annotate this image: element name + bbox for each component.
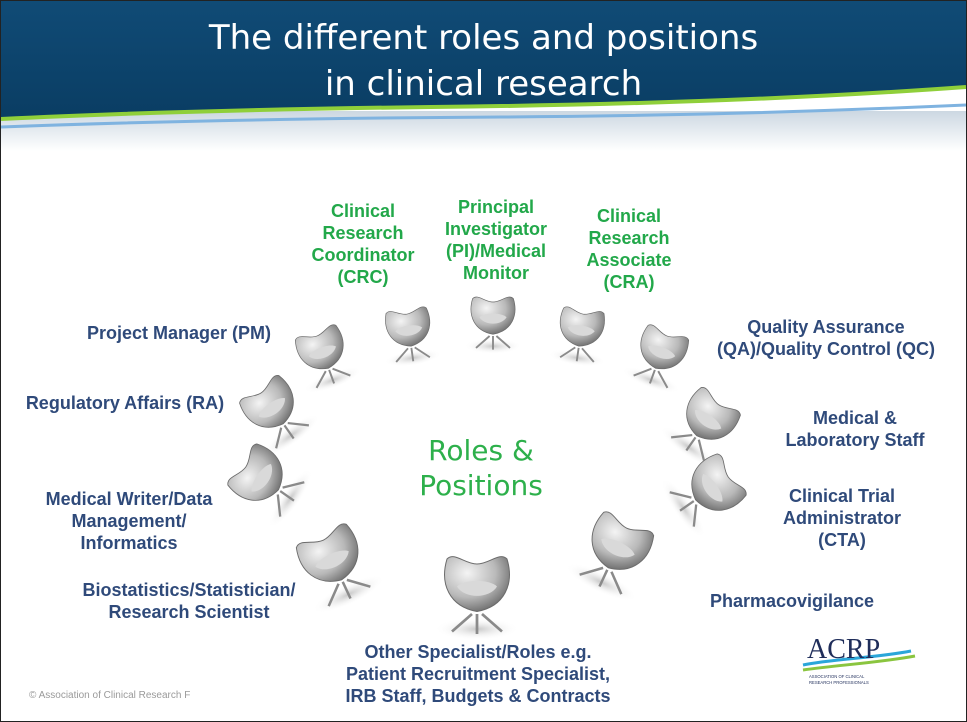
role-pm: Project Manager (PM): [59, 322, 299, 344]
logo-text: ACRP: [807, 634, 880, 665]
role-pharmacovigilance-line-1: Pharmacovigilance: [709, 591, 875, 611]
chair-icon: [239, 375, 320, 457]
role-pi: Principal Investigator (PI)/Medical Moni…: [427, 196, 565, 284]
role-crc-line-1: Clinical: [330, 201, 396, 221]
role-writer-data: Medical Writer/Data Management/ Informat…: [19, 488, 239, 554]
role-qa-line-1: Quality Assurance: [747, 317, 905, 337]
chair-icon: [227, 443, 313, 529]
slide-title: The different roles and positions in cli…: [1, 15, 966, 107]
chair-icon: [548, 306, 606, 367]
role-other-specialist-line-1: Other Specialist/Roles e.g.: [364, 642, 592, 662]
role-cra-line-1: Clinical: [596, 206, 662, 226]
role-pi-line-4: Monitor: [463, 263, 529, 283]
chair-icon: [661, 453, 747, 539]
role-cta-line-1: Clinical Trial: [788, 486, 896, 506]
acrp-logo: ACRP ASSOCIATION OF CLINICAL RESEARCH PR…: [802, 634, 916, 685]
center-line-2: Positions: [419, 469, 543, 502]
copyright-footer: © Association of Clinical Research F: [29, 690, 191, 701]
role-crc-line-2: Research: [322, 223, 404, 243]
title-line-1: The different roles and positions: [208, 18, 759, 58]
role-ra-line-1: Regulatory Affairs (RA): [25, 393, 225, 413]
role-crc: Clinical Research Coordinator (CRC): [297, 200, 429, 288]
logo-subtext-1: ASSOCIATION OF CLINICAL: [809, 674, 865, 679]
chair-icon: [622, 324, 690, 394]
role-pharmacovigilance: Pharmacovigilance: [687, 590, 897, 612]
logo-subtext-2: RESEARCH PROFESSIONALS: [809, 680, 869, 685]
role-biostatistics-line-1: Biostatistics/Statistician/: [82, 580, 296, 600]
chair-icon: [464, 296, 522, 354]
role-cra-line-4: (CRA): [603, 272, 655, 292]
role-cra: Clinical Research Associate (CRA): [564, 205, 694, 293]
role-medical-lab-line-1: Medical &: [812, 408, 898, 428]
role-biostatistics-line-2: Research Scientist: [108, 602, 270, 622]
role-pm-line-1: Project Manager (PM): [86, 323, 272, 343]
role-cta-line-2: Administrator: [782, 508, 901, 528]
role-crc-line-4: (CRC): [337, 267, 389, 287]
role-cta: Clinical Trial Administrator (CTA): [757, 485, 927, 551]
chair-icon: [565, 511, 655, 602]
role-biostatistics: Biostatistics/Statistician/ Research Sci…: [51, 579, 327, 623]
center-label: Roles & Positions: [391, 433, 571, 503]
role-pi-line-3: (PI)/Medical: [445, 241, 547, 261]
role-writer-data-line-3: Informatics: [80, 533, 178, 553]
chair-icon: [434, 556, 520, 641]
role-qa: Quality Assurance (QA)/Quality Control (…: [691, 316, 961, 360]
role-other-specialist: Other Specialist/Roles e.g. Patient Recr…: [323, 641, 633, 707]
chair-icon: [294, 324, 362, 394]
title-banner: [1, 1, 966, 151]
role-qa-line-2: (QA)/Quality Control (QC): [717, 339, 935, 359]
chair-icon: [295, 523, 385, 614]
role-pi-line-2: Investigator: [444, 219, 548, 239]
title-line-2: in clinical research: [324, 64, 643, 104]
role-cra-line-2: Research: [588, 228, 670, 248]
role-medical-lab: Medical & Laboratory Staff: [765, 407, 945, 451]
role-cta-line-3: (CTA): [818, 530, 866, 550]
role-cra-line-3: Associate: [586, 250, 672, 270]
chair-icon: [660, 387, 741, 469]
role-other-specialist-line-2: Patient Recruitment Specialist,: [345, 664, 611, 684]
role-crc-line-3: Coordinator: [311, 245, 415, 265]
role-pi-line-1: Principal: [457, 197, 535, 217]
role-writer-data-line-1: Medical Writer/Data: [45, 489, 213, 509]
role-medical-lab-line-2: Laboratory Staff: [785, 430, 925, 450]
center-line-1: Roles &: [428, 434, 534, 467]
chair-icon: [384, 306, 442, 367]
role-writer-data-line-2: Management/: [71, 511, 187, 531]
role-other-specialist-line-3: IRB Staff, Budgets & Contracts: [345, 686, 611, 706]
role-ra: Regulatory Affairs (RA): [5, 392, 245, 414]
